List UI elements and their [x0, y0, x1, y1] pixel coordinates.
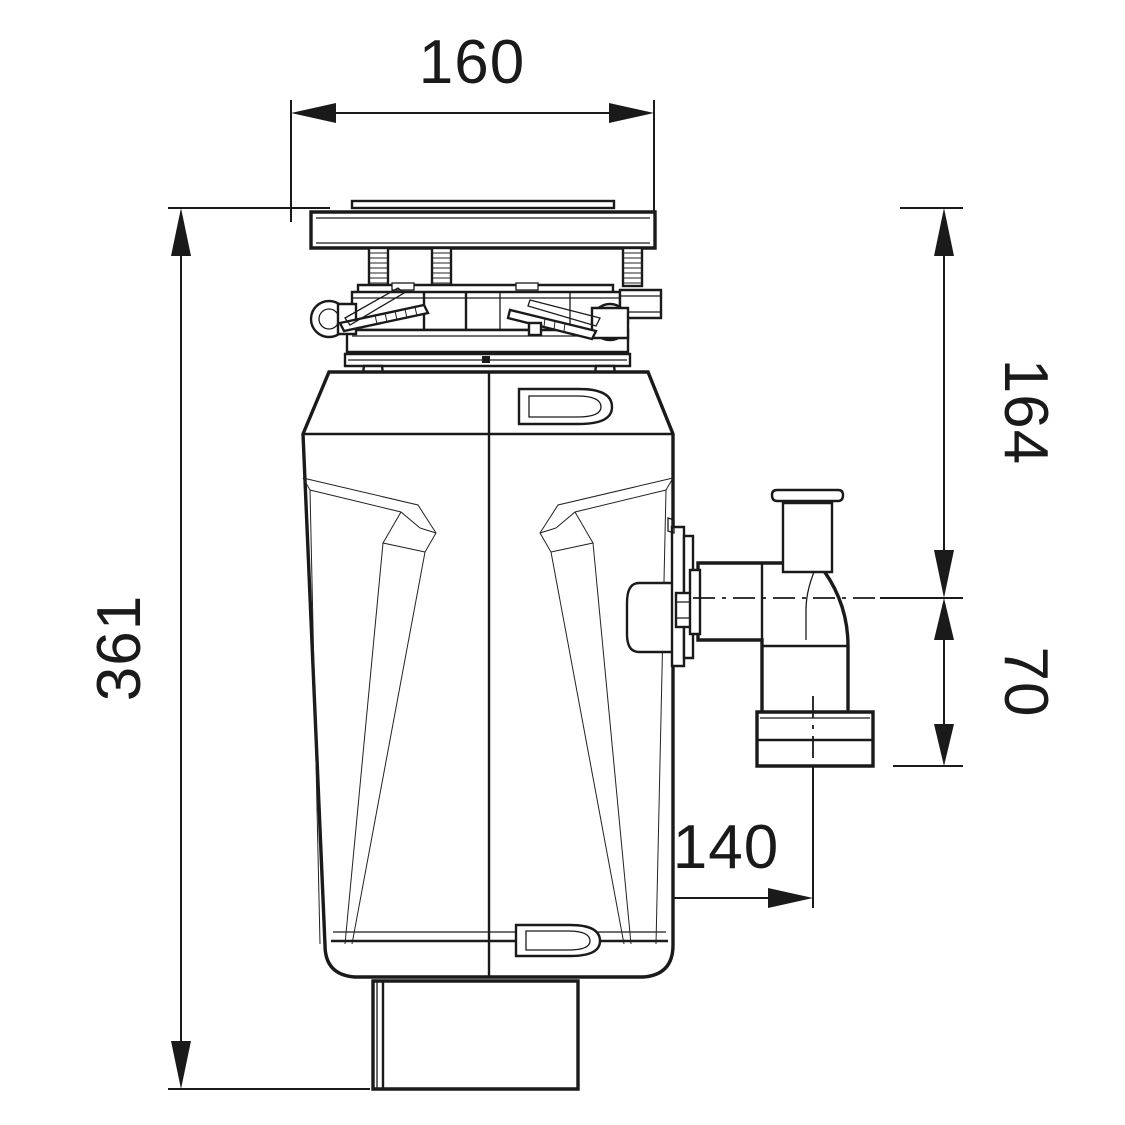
dim-label-160: 160	[419, 28, 525, 97]
vent-stack-cap	[770, 488, 845, 503]
side-boss	[625, 517, 700, 668]
motor-housing-body	[371, 979, 580, 1091]
screw-nut-right	[527, 321, 543, 337]
slot-upper	[517, 387, 614, 426]
stud-thread-hatch	[432, 252, 451, 284]
screw-thread-right	[543, 317, 566, 333]
side-boss-fin	[667, 517, 675, 534]
clamp-ring-assembly	[343, 282, 663, 368]
rib-right-e	[592, 542, 632, 945]
body-rib-left	[302, 477, 437, 945]
mounting-flange	[309, 199, 657, 250]
side-boss-cylinder	[625, 581, 680, 654]
rib-left-f	[419, 527, 437, 534]
motor-housing	[371, 979, 580, 1091]
dimension-160: 160	[290, 28, 655, 222]
screw-shaft-right	[506, 308, 598, 341]
clamp-tab	[391, 282, 415, 291]
slot-lower	[514, 923, 602, 958]
dim-label-70: 70	[991, 647, 1060, 718]
vent-stack-tube	[781, 501, 834, 574]
arrow-70-bottom	[934, 724, 954, 766]
dimension-70: 70	[893, 598, 1060, 767]
screw-lever-left	[344, 287, 406, 326]
arrow-164-bottom	[934, 550, 954, 598]
threaded-stud	[621, 246, 644, 288]
dim-label-164: 164	[991, 359, 1060, 465]
screw-lever-right	[527, 299, 601, 327]
arrow-160-left	[291, 103, 336, 123]
rib-right-f	[539, 527, 557, 534]
threaded-studs	[367, 246, 644, 288]
elbow-inlet-collar	[688, 568, 702, 636]
arrow-70-top	[934, 598, 954, 640]
dim-label-361: 361	[85, 595, 154, 701]
body-taper-right	[646, 371, 675, 435]
slot-lower-inner	[525, 930, 591, 951]
arrow-361-bottom	[171, 1041, 191, 1089]
rib-left-e	[344, 542, 384, 945]
clamp-gasket-notch	[482, 356, 490, 363]
clamp-tab	[515, 282, 539, 291]
slot-lower-outer	[514, 923, 602, 958]
sealing-gasket	[350, 199, 616, 210]
screw-thread-left	[374, 306, 418, 325]
dimension-164: 164	[880, 207, 1060, 599]
stud-thread-hatch	[623, 252, 642, 284]
arrow-140-right	[768, 888, 813, 908]
arrow-164-top	[934, 208, 954, 256]
flange-plate	[309, 210, 657, 250]
clamp-screws	[309, 287, 630, 342]
outlet-collar	[755, 710, 875, 768]
screw-knob-left-inner	[318, 308, 340, 330]
arrow-361-top	[171, 208, 191, 256]
body-taper-left	[301, 371, 331, 435]
slot-upper-outer	[517, 387, 614, 426]
slot-upper-inner	[528, 395, 602, 418]
stud-thread-hatch	[369, 252, 388, 284]
body-rib-right	[539, 477, 674, 945]
arrow-160-right	[609, 103, 654, 123]
vent-stack	[770, 488, 845, 574]
dimension-361: 361	[85, 207, 370, 1090]
grinder-body	[301, 370, 675, 979]
dim-label-140: 140	[673, 813, 779, 882]
threaded-stud	[430, 246, 453, 288]
screw-collar-right	[590, 306, 630, 340]
threaded-stud	[367, 246, 390, 288]
